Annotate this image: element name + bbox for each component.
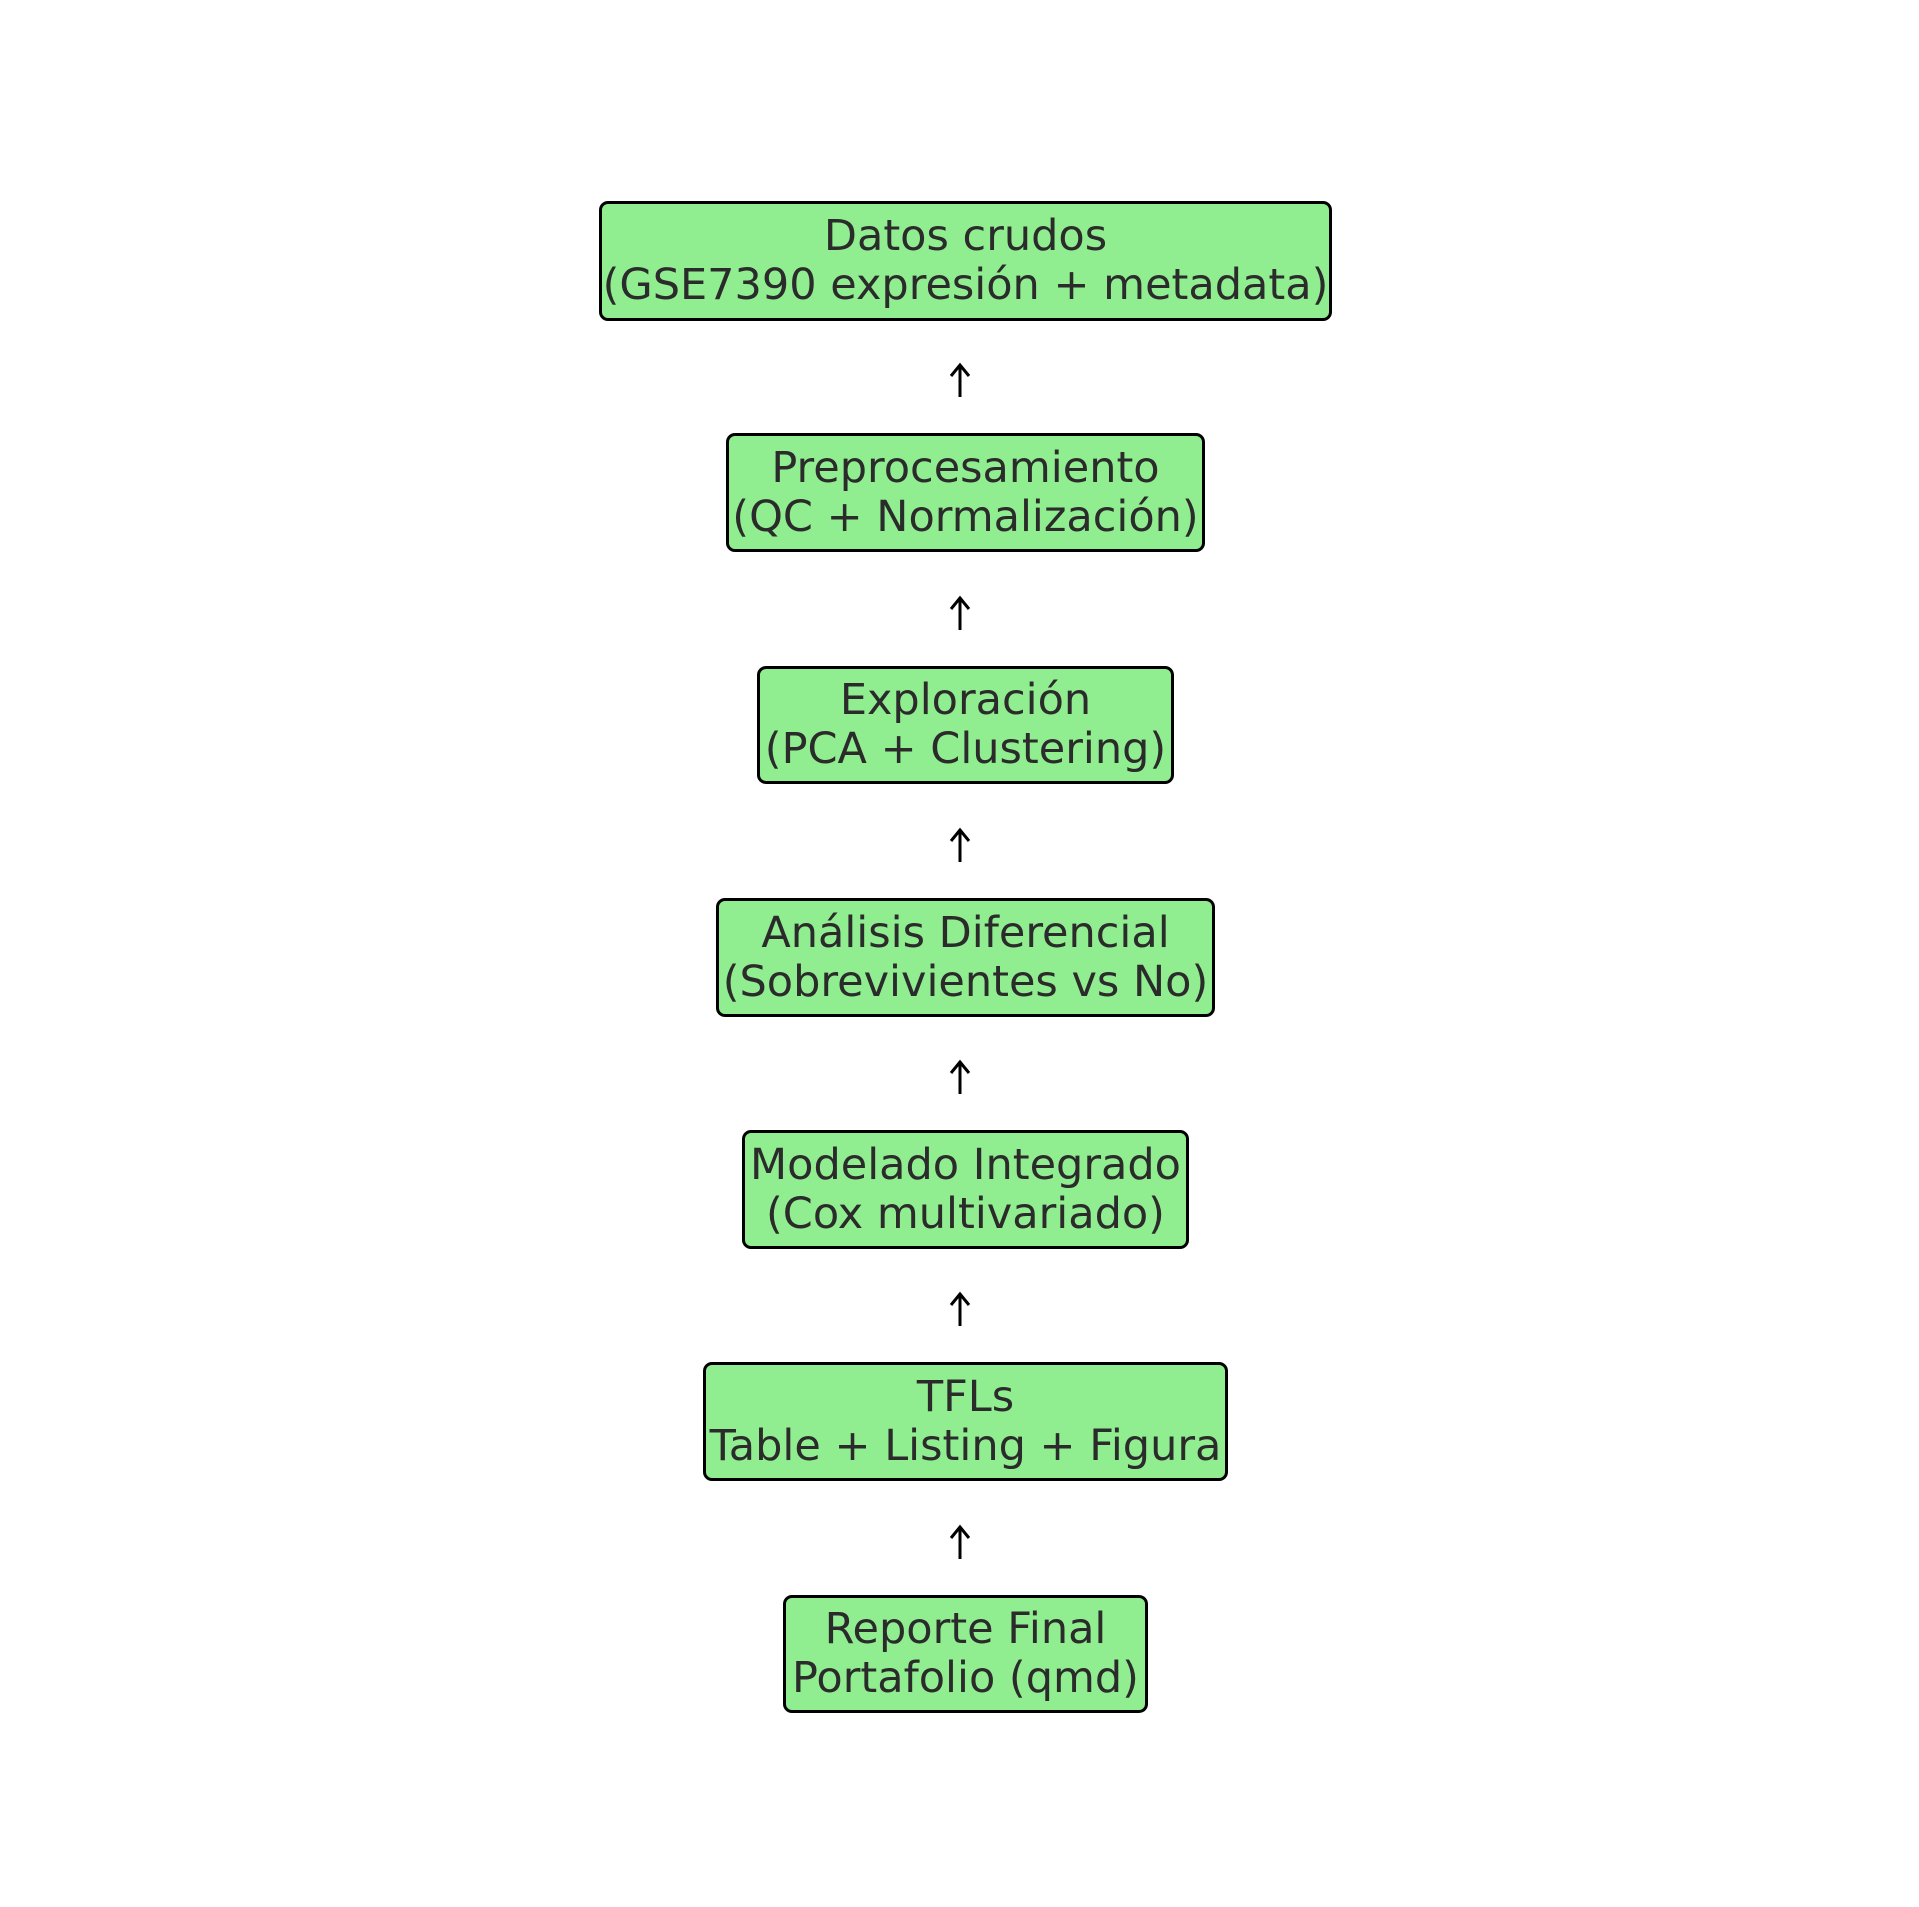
node-subtitle: (Cox multivariado)	[766, 1188, 1165, 1239]
node-preprocesamiento: Preprocesamiento (QC + Normalización)	[726, 433, 1205, 552]
node-datos-crudos: Datos crudos (GSE7390 expresión + metada…	[599, 201, 1332, 321]
node-title: TFLs	[916, 1371, 1015, 1422]
arrow-up-icon	[949, 1059, 971, 1094]
flow-arrow	[947, 1059, 973, 1095]
node-subtitle: (QC + Normalización)	[732, 491, 1199, 542]
node-subtitle: (PCA + Clustering)	[764, 724, 1167, 774]
arrow-up-icon	[949, 595, 971, 630]
node-modelado-integrado: Modelado Integrado (Cox multivariado)	[742, 1130, 1189, 1249]
node-title: Preprocesamiento	[771, 442, 1160, 493]
flow-arrow	[947, 827, 973, 863]
flow-arrow	[947, 1291, 973, 1327]
flow-arrow	[947, 362, 973, 398]
arrow-up-icon	[949, 1291, 971, 1326]
flow-arrow	[947, 1524, 973, 1560]
node-analisis-diferencial: Análisis Diferencial (Sobrevivientes vs …	[716, 898, 1215, 1017]
node-reporte-final: Reporte Final Portafolio (qmd)	[783, 1595, 1148, 1713]
node-subtitle: (GSE7390 expresión + metadata)	[602, 260, 1329, 310]
arrow-up-icon	[949, 362, 971, 397]
node-title: Análisis Diferencial	[761, 907, 1170, 958]
arrow-up-icon	[949, 827, 971, 862]
node-title: Reporte Final	[824, 1604, 1107, 1654]
node-title: Datos crudos	[823, 211, 1108, 261]
node-title: Modelado Integrado	[750, 1139, 1181, 1190]
arrow-up-icon	[949, 1524, 971, 1559]
node-subtitle: (Sobrevivientes vs No)	[722, 956, 1209, 1007]
node-subtitle: Portafolio (qmd)	[792, 1653, 1139, 1703]
node-title: Exploración	[839, 675, 1092, 725]
node-tfls: TFLs Table + Listing + Figura	[703, 1362, 1228, 1481]
node-exploracion: Exploración (PCA + Clustering)	[757, 666, 1174, 784]
node-subtitle: Table + Listing + Figura	[709, 1420, 1222, 1471]
flow-arrow	[947, 595, 973, 631]
